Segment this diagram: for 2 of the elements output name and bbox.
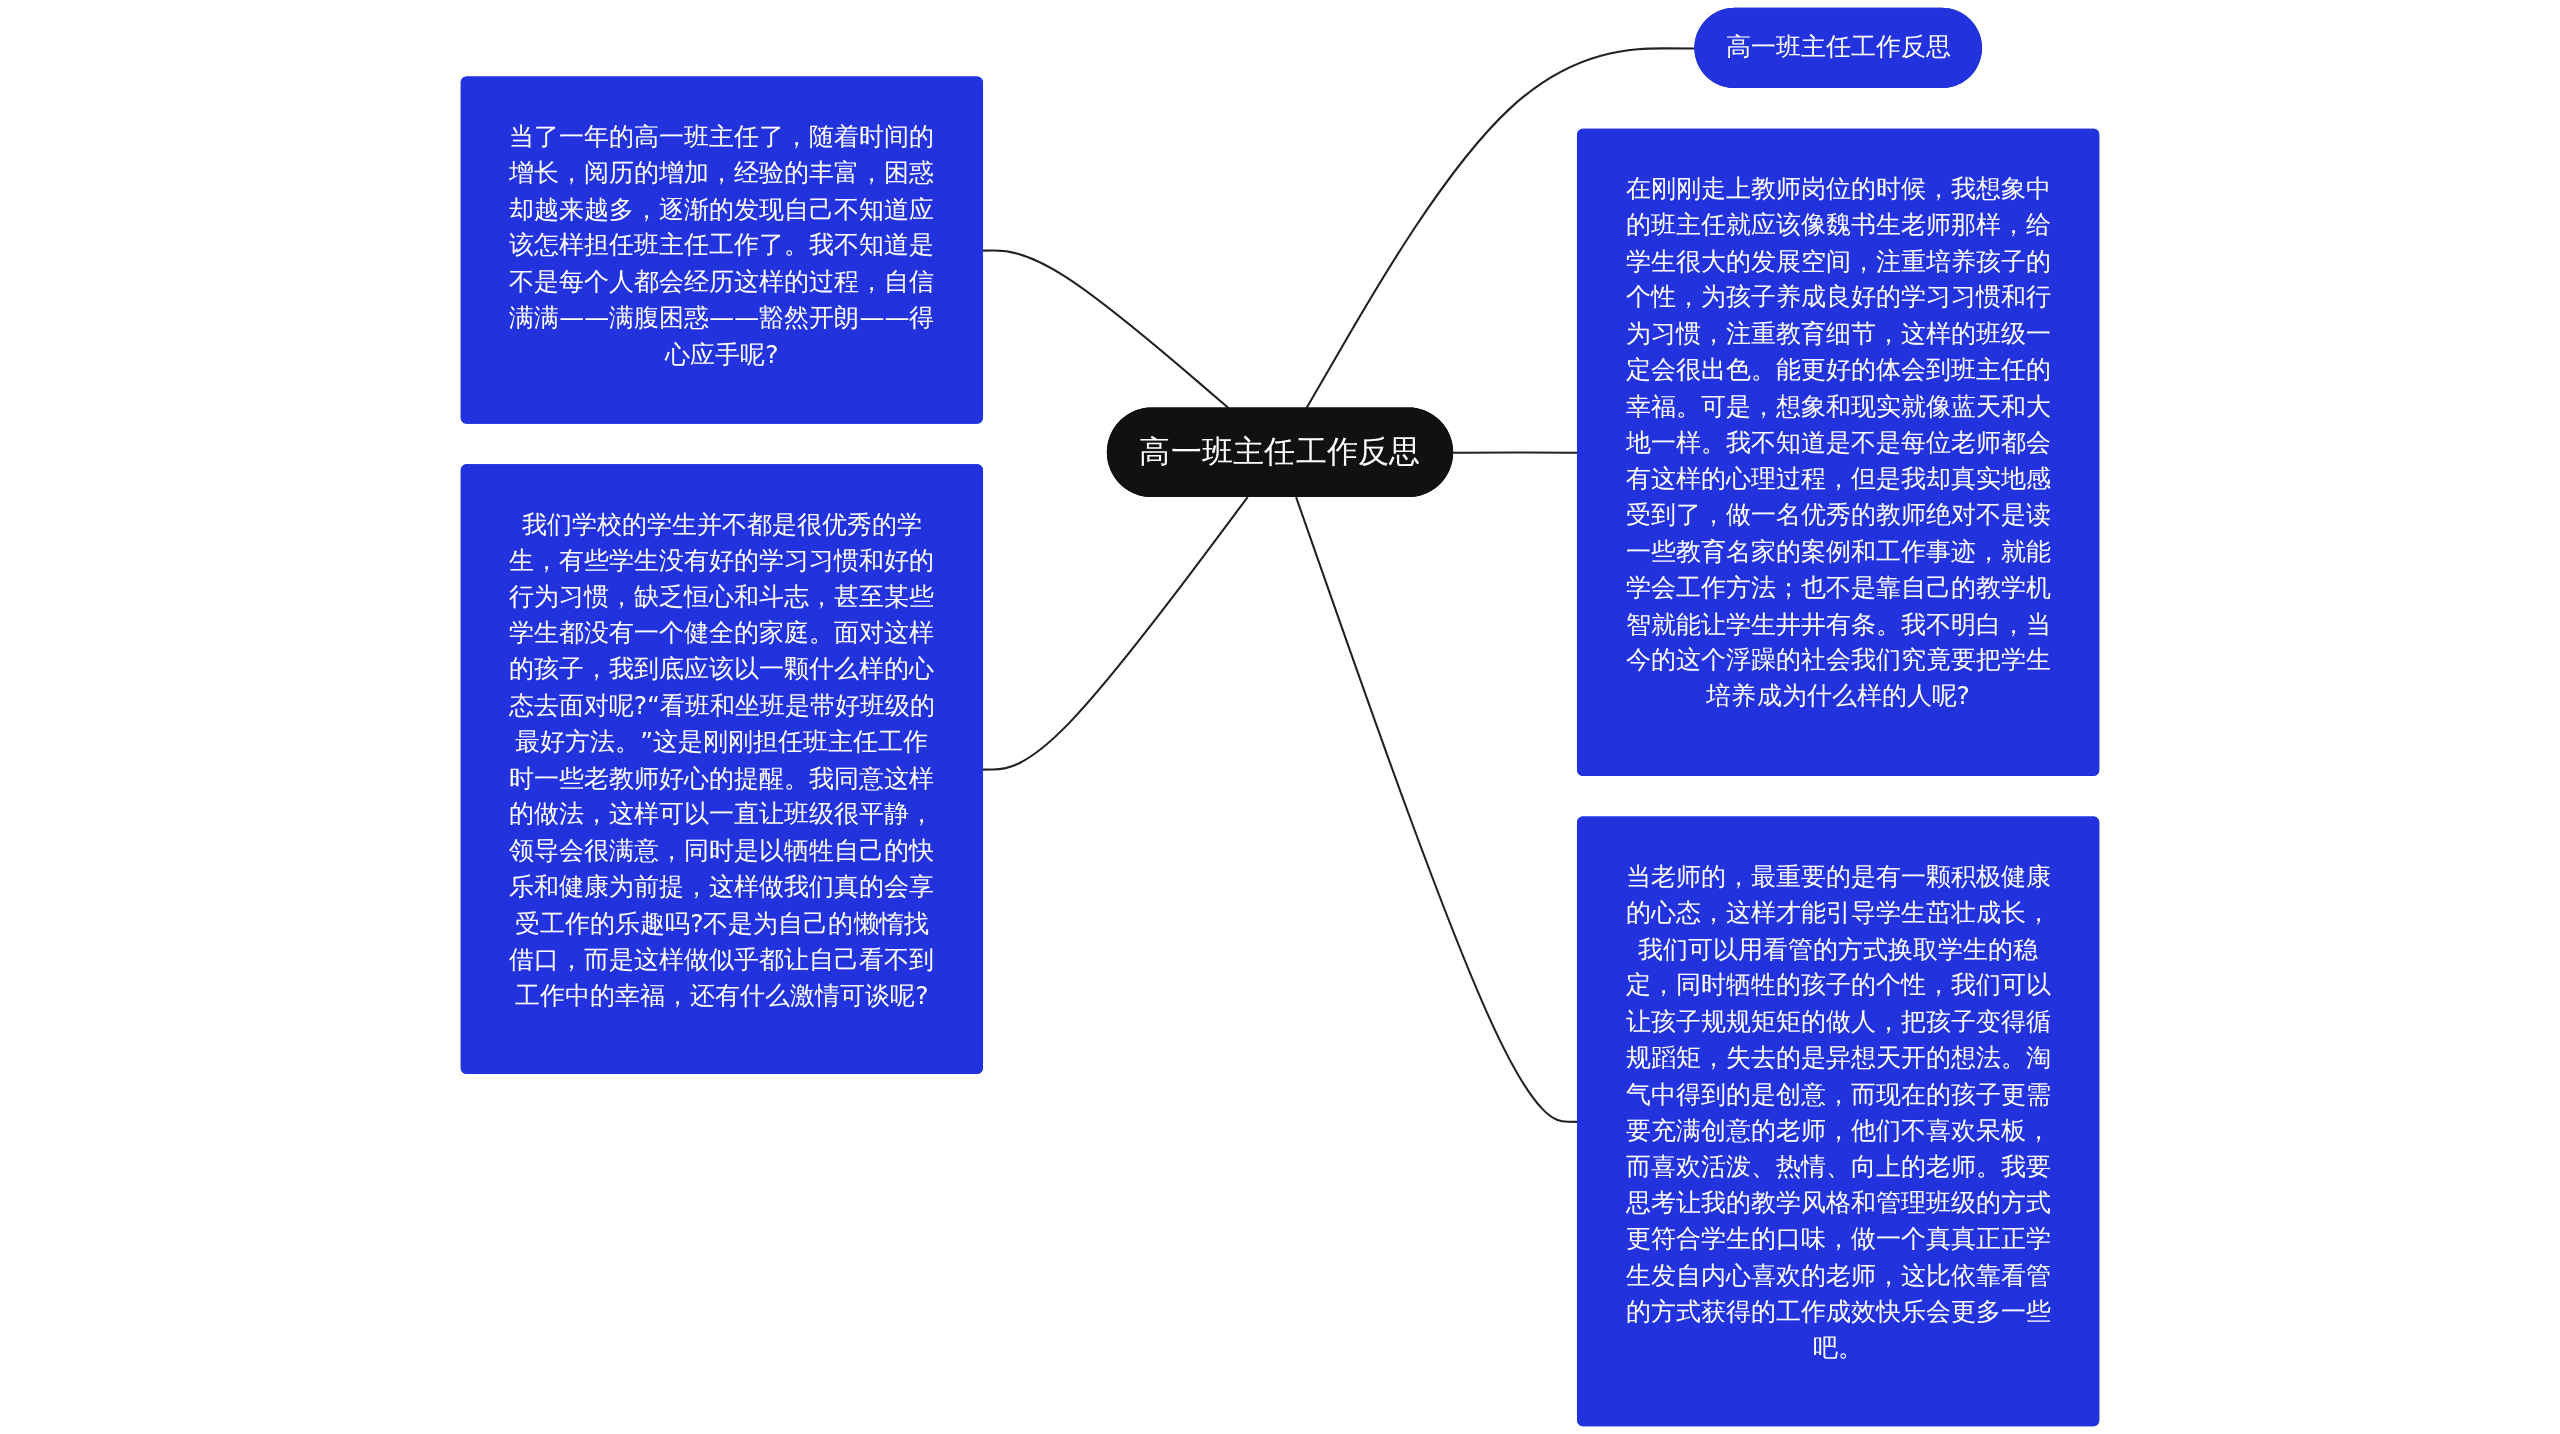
connector <box>982 496 1249 771</box>
connector <box>982 249 1230 410</box>
